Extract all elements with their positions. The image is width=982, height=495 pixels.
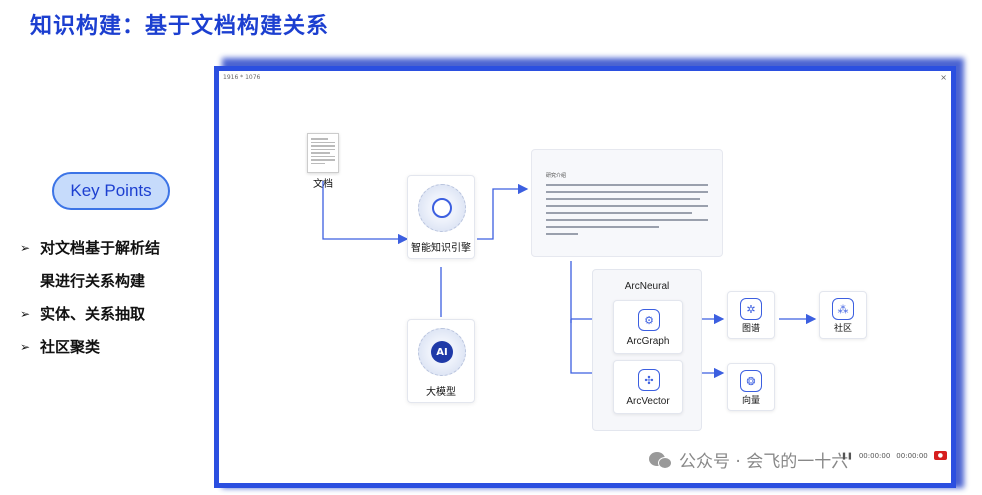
key-points-badge: Key Points [52,172,170,210]
arcneural-label: ArcNeural [593,281,701,292]
list-item-continuation: 果进行关系构建 [20,265,200,298]
total-time: 00:00:00 [896,452,927,460]
llm-node: AI 大模型 [407,319,475,403]
document-thumbnail-icon [307,133,339,173]
vector-store-node: ❂ 向量 [727,363,775,411]
list-item: ➢ 社区聚类 [20,331,200,364]
slide-title: 知识构建：基于文档构建关系 [30,8,329,40]
diagram-frame: 1916 * 1076 × 文档 [214,66,956,488]
bullet-text: 果进行关系构建 [40,265,145,298]
watermark-text: 公众号 · 会飞的一十六 [679,447,848,472]
doc-label: 文档 [305,175,341,190]
bullet-text: 社区聚类 [40,331,100,364]
watermark: 公众号 · 会飞的一十六 [649,447,848,472]
llm-label: 大模型 [408,383,474,398]
community-node: ⁂ 社区 [819,291,867,339]
diagram-canvas: 1916 * 1076 × 文档 [219,71,951,483]
arrow-bullet-icon: ➢ [20,232,40,265]
arcvector-label: ArcVector [614,396,682,407]
player-controls[interactable]: ❚❚ 00:00:00 00:00:00 ● [841,451,947,460]
textcard-title: 研究介绍 [546,172,708,179]
ai-badge: AI [431,341,453,363]
brain-icon [418,184,466,232]
community-icon: ⁂ [832,298,854,320]
engine-label: 智能知识引擎 [408,239,474,254]
wechat-icon [649,450,675,470]
ai-chip-icon: AI [418,328,466,376]
pause-icon[interactable]: ❚❚ [841,452,853,460]
graph-node: ✲ 图谱 [727,291,775,339]
record-badge: ● [934,451,947,460]
graph-label: 图谱 [728,321,774,334]
community-label: 社区 [820,321,866,334]
key-points-list: ➢ 对文档基于解析结 果进行关系构建 ➢ 实体、关系抽取 ➢ 社区聚类 [20,232,200,364]
extracted-text-card: 研究介绍 [531,149,723,257]
bullet-text: 实体、关系抽取 [40,298,145,331]
arcneural-group: ArcNeural ⚙ ArcGraph ✣ ArcVector [592,269,702,431]
engine-to-text-arrow [477,189,527,239]
list-item: ➢ 对文档基于解析结 [20,232,200,265]
arrow-bullet-icon: ➢ [20,331,40,364]
arcgraph-label: ArcGraph [614,336,682,347]
current-time: 00:00:00 [859,452,890,460]
graph-nodes-icon: ⚙ [638,309,660,331]
arcgraph-node: ⚙ ArcGraph [613,300,683,354]
vector-icon: ✣ [638,369,660,391]
list-item: ➢ 实体、关系抽取 [20,298,200,331]
arrow-bullet-icon: ➢ [20,298,40,331]
arcvector-node: ✣ ArcVector [613,360,683,414]
network-icon: ✲ [740,298,762,320]
bullet-text: 对文档基于解析结 [40,232,160,265]
vector-label: 向量 [728,393,774,406]
engine-node: 智能知识引擎 [407,175,475,259]
cycle-icon: ❂ [740,370,762,392]
